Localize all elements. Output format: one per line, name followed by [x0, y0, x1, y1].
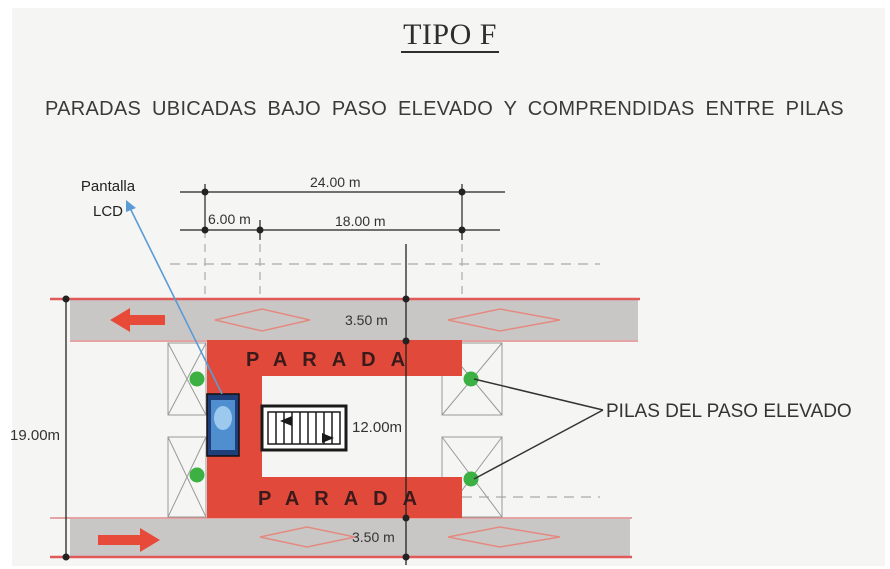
lcd-annotation: Pantalla LCD — [78, 174, 138, 224]
lcd-screen-glare — [214, 406, 232, 430]
dim-lane-bottom: 3.50 m — [352, 529, 395, 545]
stair-inner — [267, 411, 341, 445]
lcd-annotation-line1: Pantalla — [80, 178, 136, 195]
lcd-pointer-line — [130, 209, 223, 395]
title-text: TIPO F — [401, 18, 499, 53]
page-subtitle: PARADAS UBICADAS BAJO PASO ELEVADO Y COM… — [45, 98, 844, 120]
dim-inner-height: 12.00m — [352, 419, 402, 436]
lane-marking-top-2 — [447, 308, 561, 332]
lane-marking-bottom-1 — [259, 526, 356, 548]
arrow-left-icon — [110, 308, 165, 332]
stair-arrow-down-icon — [322, 433, 334, 443]
dim-tick — [402, 337, 410, 345]
dim-18m: 18.00 m — [335, 213, 386, 229]
dim-tick — [402, 553, 410, 561]
pillar-top-right — [463, 371, 479, 387]
drawing-sheet — [12, 8, 885, 566]
dim-tick — [402, 514, 410, 522]
dim-24m: 24.00 m — [310, 174, 361, 190]
bus-stop-platform — [207, 340, 462, 518]
pillar-top-left — [189, 371, 205, 387]
lcd-pointer-arrowhead-icon — [126, 200, 136, 212]
lcd-annotation-line2: LCD — [92, 203, 123, 220]
dim-lane-top: 3.50 m — [345, 312, 388, 328]
lane-marking-bottom-2 — [447, 526, 561, 548]
pillar-bottom-left — [189, 467, 205, 483]
dim-tick — [62, 295, 70, 303]
parada-label-bottom: PARADA — [258, 488, 432, 510]
callout-line-top — [473, 378, 604, 411]
dim-tick — [62, 553, 70, 561]
dim-6m: 6.00 m — [208, 211, 251, 227]
callout-line-bottom — [473, 409, 604, 480]
piles-annotation: PILAS DEL PASO ELEVADO — [606, 401, 852, 422]
dim-tick — [201, 226, 209, 234]
page-title: TIPO F — [0, 18, 890, 53]
dim-total-height: 19.00m — [10, 427, 60, 444]
parada-label-top: PARADA — [246, 349, 420, 371]
stair-arrow-up-icon — [280, 416, 292, 426]
arrow-right-icon — [98, 528, 160, 552]
dim-tick — [402, 295, 410, 303]
dim-tick — [458, 226, 466, 234]
lane-marking-top-1 — [214, 308, 311, 332]
pillar-bottom-right — [463, 471, 479, 487]
